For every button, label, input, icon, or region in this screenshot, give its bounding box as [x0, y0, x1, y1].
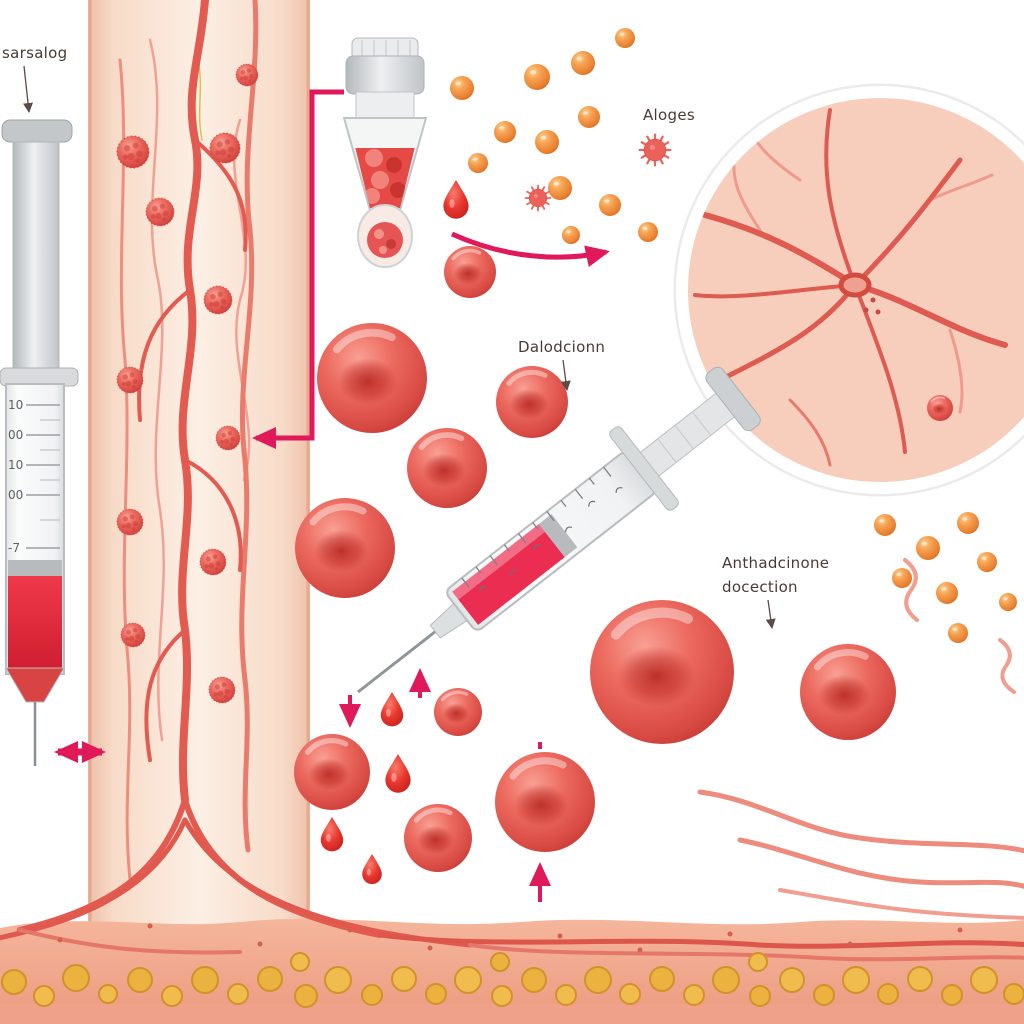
red-blood-cell	[120, 622, 146, 648]
orange-particle	[936, 582, 958, 604]
annotations: sarsalog Aloges Dalodcionn Anthadcinone …	[2, 44, 829, 629]
blood-drop	[362, 854, 382, 885]
red-blood-cell	[209, 132, 241, 164]
scale-mark: 00	[8, 428, 23, 442]
red-blood-cell	[203, 285, 233, 315]
bottom-tissue-layer	[0, 918, 1024, 1024]
red-blood-cell	[404, 804, 472, 872]
red-blood-cell	[800, 644, 896, 740]
red-blood-cell	[145, 197, 175, 227]
blood-drop	[443, 180, 469, 219]
orange-particle	[599, 194, 621, 216]
vessel-tree	[0, 0, 1024, 962]
blood-drop	[380, 692, 404, 727]
orange-particles-right	[874, 512, 1017, 643]
magnifier-inset	[673, 83, 1024, 497]
scale-mark: 10	[8, 398, 23, 412]
red-blood-cell	[295, 498, 395, 598]
orange-particle	[578, 106, 600, 128]
blood-drop	[385, 754, 411, 793]
flow-arrows	[54, 89, 610, 902]
orange-particle	[468, 153, 488, 173]
orange-particle	[571, 51, 595, 75]
label-syringe-mid: Dalodcionn	[518, 338, 605, 356]
left-syringe: 10 00 10 00 -7	[0, 119, 79, 766]
label-allergen: Aloges	[643, 106, 695, 124]
flow-arrow-elbow	[252, 89, 344, 449]
orange-particle	[548, 176, 572, 200]
orange-particle	[957, 512, 979, 534]
orange-particle	[977, 552, 997, 572]
label-right-line1: Anthadcinone	[722, 554, 829, 572]
red-blood-cell	[116, 366, 144, 394]
sample-vial	[342, 37, 428, 268]
orange-particle	[562, 226, 580, 244]
right-vessel-strands	[697, 558, 1024, 920]
tissue-speckles	[57, 923, 963, 953]
orange-particle	[450, 76, 474, 100]
red-blood-cell	[317, 323, 427, 433]
red-blood-cell	[407, 428, 487, 508]
scale-mark: -7	[8, 541, 20, 555]
red-blood-cell	[215, 425, 241, 451]
orange-particle	[524, 64, 550, 90]
orange-particles	[450, 28, 672, 244]
allergen-cell-icon	[638, 133, 672, 167]
red-blood-cell	[208, 676, 236, 704]
red-blood-cell	[442, 244, 498, 300]
red-blood-cell	[235, 63, 259, 87]
fat-cells	[1, 952, 1024, 1008]
orange-particle	[535, 130, 559, 154]
orange-particle	[615, 28, 635, 48]
orange-particle	[874, 514, 896, 536]
red-blood-cell	[926, 394, 954, 422]
syringe-scale: 10 00 10 00 -7	[8, 398, 60, 555]
red-blood-cell	[116, 508, 144, 536]
label-top-left: sarsalog	[2, 44, 67, 62]
blood-drop	[320, 817, 344, 852]
allergen-cell-icon	[524, 184, 552, 212]
orange-particle	[948, 623, 968, 643]
diagonal-syringe	[357, 366, 761, 694]
orange-particle	[638, 222, 658, 242]
red-blood-cell	[432, 686, 484, 738]
red-blood-cell	[496, 366, 568, 438]
red-blood-cell	[590, 600, 734, 744]
orange-particle	[916, 536, 940, 560]
scale-mark: 10	[8, 458, 23, 472]
orange-particle	[494, 121, 516, 143]
scale-mark: 00	[8, 488, 23, 502]
red-blood-cell	[495, 752, 595, 852]
flow-arrow-right	[450, 231, 610, 267]
label-right-line2: docection	[722, 578, 798, 596]
red-blood-cell	[294, 734, 370, 810]
red-blood-cell	[199, 548, 227, 576]
orange-particle	[999, 593, 1017, 611]
orange-particle	[892, 568, 912, 588]
red-blood-cell	[116, 135, 150, 169]
